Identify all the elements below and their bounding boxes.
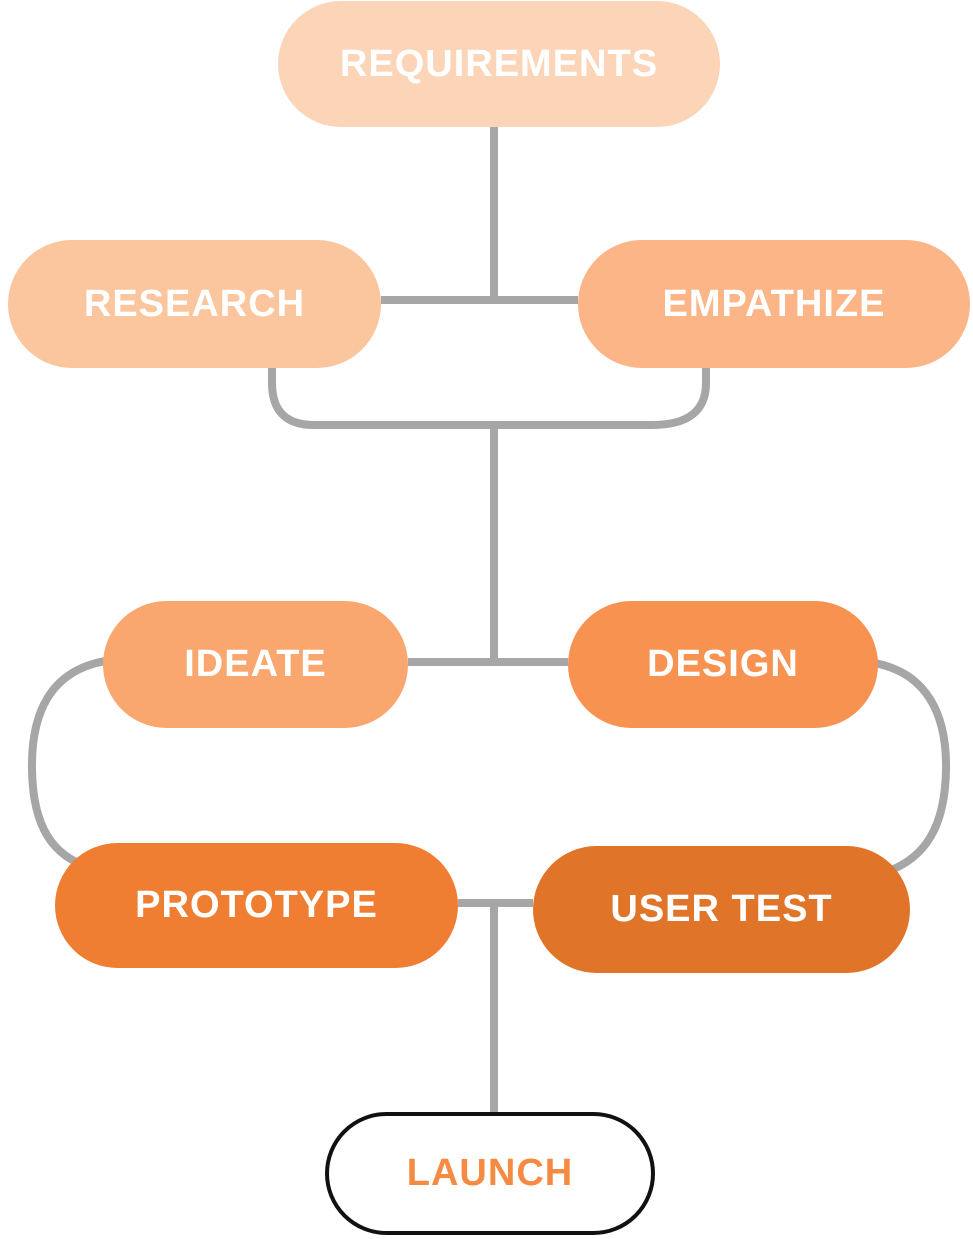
node-prototype: PROTOTYPE bbox=[55, 843, 458, 968]
edge-design-usertest-loop bbox=[867, 658, 951, 876]
node-prototype-label: PROTOTYPE bbox=[135, 884, 378, 926]
node-ideate: IDEATE bbox=[103, 601, 408, 728]
node-empathize-label: EMPATHIZE bbox=[662, 282, 886, 325]
node-requirements-label: REQUIREMENTS bbox=[339, 42, 659, 85]
node-launch-label: LAUNCH bbox=[406, 1152, 574, 1194]
edge-ideate-prototype-loop bbox=[27, 656, 113, 872]
node-user-test: USER TEST bbox=[533, 846, 910, 973]
node-design-label: DESIGN bbox=[647, 643, 799, 685]
node-empathize: EMPATHIZE bbox=[578, 240, 970, 368]
node-requirements: REQUIREMENTS bbox=[278, 1, 720, 127]
node-user-test-label: USER TEST bbox=[610, 888, 833, 930]
connector-group bbox=[27, 126, 951, 1114]
node-launch: LAUNCH bbox=[325, 1112, 655, 1235]
edge-merge-bracket bbox=[268, 364, 710, 429]
node-ideate-label: IDEATE bbox=[184, 643, 327, 685]
node-research: RESEARCH bbox=[8, 240, 381, 368]
node-design: DESIGN bbox=[568, 601, 878, 728]
node-research-label: RESEARCH bbox=[83, 282, 306, 325]
